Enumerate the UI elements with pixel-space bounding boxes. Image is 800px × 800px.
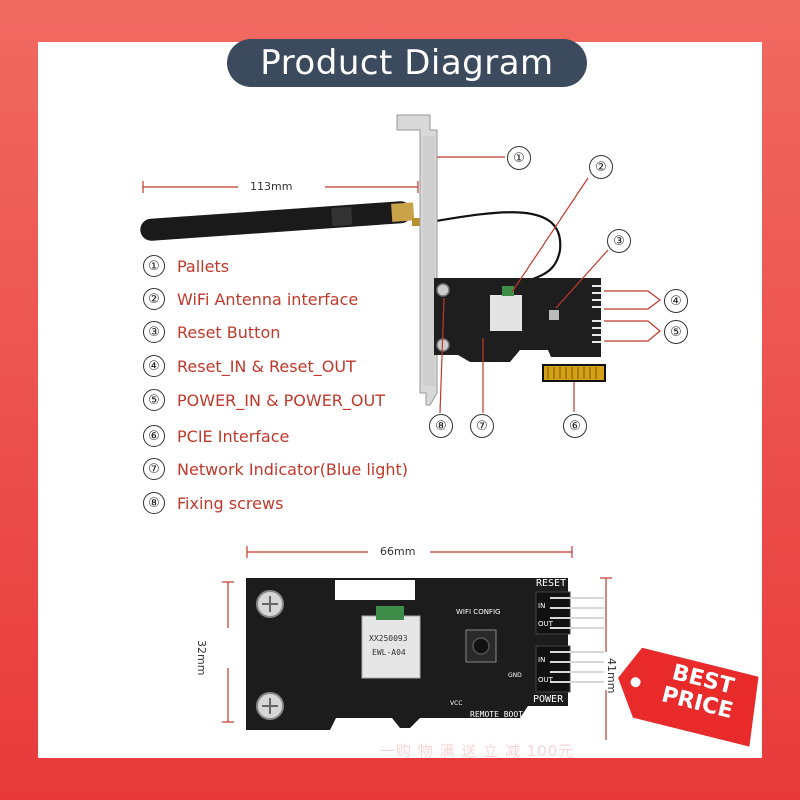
dim-label-41: 41mm xyxy=(605,658,618,694)
callout-2: ② xyxy=(589,155,613,179)
dim-label-113: 113mm xyxy=(250,180,293,193)
legend-text: Reset Button xyxy=(177,322,281,342)
dim-label-66: 66mm xyxy=(380,545,416,558)
dim-label-32: 32mm xyxy=(195,640,208,676)
board-label-gnd: GND xyxy=(508,672,522,679)
callout-7: ⑦ xyxy=(470,414,494,438)
antenna-icon xyxy=(140,201,432,241)
legend-item-wifi-antenna: ② WiFi Antenna interface xyxy=(143,286,358,312)
board-label-reset: RESET xyxy=(536,578,567,589)
legend-number: ③ xyxy=(143,321,165,343)
legend-number: ⑤ xyxy=(143,389,165,411)
callout-8: ⑧ xyxy=(429,414,453,438)
pallet-bracket xyxy=(396,114,438,406)
legend-item-reset-io: ④ Reset_IN & Reset_OUT xyxy=(143,353,356,379)
callout-1: ① xyxy=(507,146,531,170)
promo-banner: 一购 物 满 送 立 减 100元 xyxy=(380,742,575,760)
legend-text: POWER_IN & POWER_OUT xyxy=(177,390,385,410)
legend-item-network-indicator: ⑦ Network Indicator(Blue light) xyxy=(143,456,408,482)
legend-number: ① xyxy=(143,255,165,277)
legend-text: PCIE Interface xyxy=(177,426,290,446)
board-label-in-1: IN xyxy=(538,602,546,610)
bottom-pcb xyxy=(246,578,604,730)
board-label-card-name: REMOTE BOOT CARD xyxy=(470,710,548,719)
callout-5: ⑤ xyxy=(664,320,688,344)
legend-item-reset-button: ③ Reset Button xyxy=(143,319,280,345)
callout-3: ③ xyxy=(607,229,631,253)
best-price-badge xyxy=(618,647,759,747)
legend-number: ④ xyxy=(143,355,165,377)
board-label-out-1: OUT xyxy=(538,620,553,628)
legend-text: Reset_IN & Reset_OUT xyxy=(177,356,356,376)
dim-line-113 xyxy=(142,181,419,193)
legend-number: ⑧ xyxy=(143,492,165,514)
legend-item-pcie: ⑥ PCIE Interface xyxy=(143,423,289,449)
legend-number: ② xyxy=(143,288,165,310)
legend-text: WiFi Antenna interface xyxy=(177,289,359,309)
dim-line-41 xyxy=(600,577,612,740)
legend-number: ⑦ xyxy=(143,458,165,480)
callout-6: ⑥ xyxy=(563,414,587,438)
legend-item-power-io: ⑤ POWER_IN & POWER_OUT xyxy=(143,387,385,413)
board-label-wifi-config: WIFI CONFIG xyxy=(456,608,501,616)
board-label-out-2: OUT xyxy=(538,676,553,684)
top-pcb xyxy=(434,278,606,382)
board-label-in-2: IN xyxy=(538,656,546,664)
dim-line-32 xyxy=(222,581,234,723)
module-label-1: EWL-A04 xyxy=(372,648,406,657)
legend-text: Network Indicator(Blue light) xyxy=(177,459,409,479)
legend-item-pallets: ① Pallets xyxy=(143,253,229,279)
callout-4: ④ xyxy=(664,289,688,313)
title-pill: Product Diagram xyxy=(227,39,587,87)
legend-item-fixing-screws: ⑧ Fixing screws xyxy=(143,490,283,516)
dim-line-66 xyxy=(246,546,573,558)
board-label-vcc: VCC xyxy=(450,700,463,707)
page-title: Product Diagram xyxy=(260,43,554,83)
legend-text: Pallets xyxy=(177,256,230,276)
module-label-2: XX250093 xyxy=(369,634,408,643)
callout-lines xyxy=(437,156,661,414)
legend-number: ⑥ xyxy=(143,425,165,447)
legend-text: Fixing screws xyxy=(177,493,284,513)
board-label-power: POWER xyxy=(533,694,564,705)
